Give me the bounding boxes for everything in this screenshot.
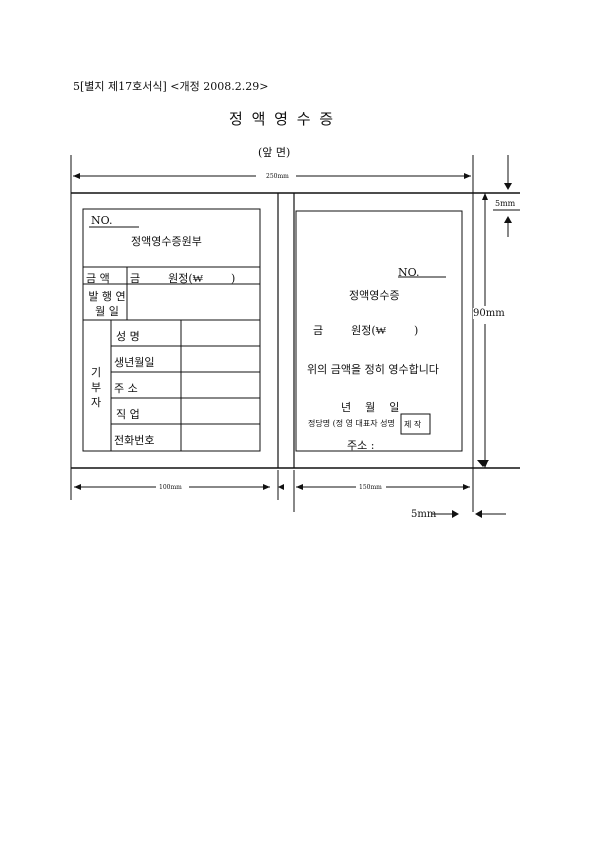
stub-field-name: 성 명 <box>116 330 140 343</box>
stub-title: 정액영수증원부 <box>131 235 202 248</box>
stub-amount-label: 금 액 <box>86 272 110 285</box>
receipt-issuer: 정당명 (정 영 대표자 성명 <box>308 419 395 428</box>
receipt-date-line: 년 월 일 <box>341 401 400 414</box>
receipt-seal: 제 작 <box>404 420 422 429</box>
form-reference: 5[별지 제17호서식] <개정 2008.2.29> <box>73 80 269 93</box>
dim-top-margin: 5mm <box>495 199 516 208</box>
stub-issue-date-label: 발 행 연 월 일 <box>88 290 126 318</box>
document-title: 정 액 영 수 증 <box>229 110 336 128</box>
stub-field-occupation: 직 업 <box>116 408 140 421</box>
side-note: (앞 면) <box>258 146 291 159</box>
stub-field-phone: 전화번호 <box>114 434 155 447</box>
receipt-title: 정액영수증 <box>349 289 400 302</box>
stub-amount-value: 금 원정(₩ ) <box>130 272 236 285</box>
receipt-address-label: 주소 : <box>347 439 375 452</box>
dim-bottom-gap: 5mm <box>411 509 437 520</box>
receipt-amount-line: 금 원정(₩ ) <box>313 324 419 337</box>
stub-field-birthdate: 생년월일 <box>114 356 155 369</box>
dim-left-width: 100mm <box>159 484 182 491</box>
stub-donor-label: 기부자 <box>90 366 102 409</box>
receipt-statement: 위의 금액을 정히 영수합니다 <box>307 363 439 376</box>
stub-field-address: 주 소 <box>114 382 138 395</box>
receipt-no-label: NO. <box>398 266 420 279</box>
dim-total-width: 250mm <box>264 173 291 180</box>
stub-no-label: NO. <box>91 214 113 227</box>
dim-right-width: 150mm <box>359 484 382 491</box>
dim-height: 90mm <box>473 308 505 319</box>
